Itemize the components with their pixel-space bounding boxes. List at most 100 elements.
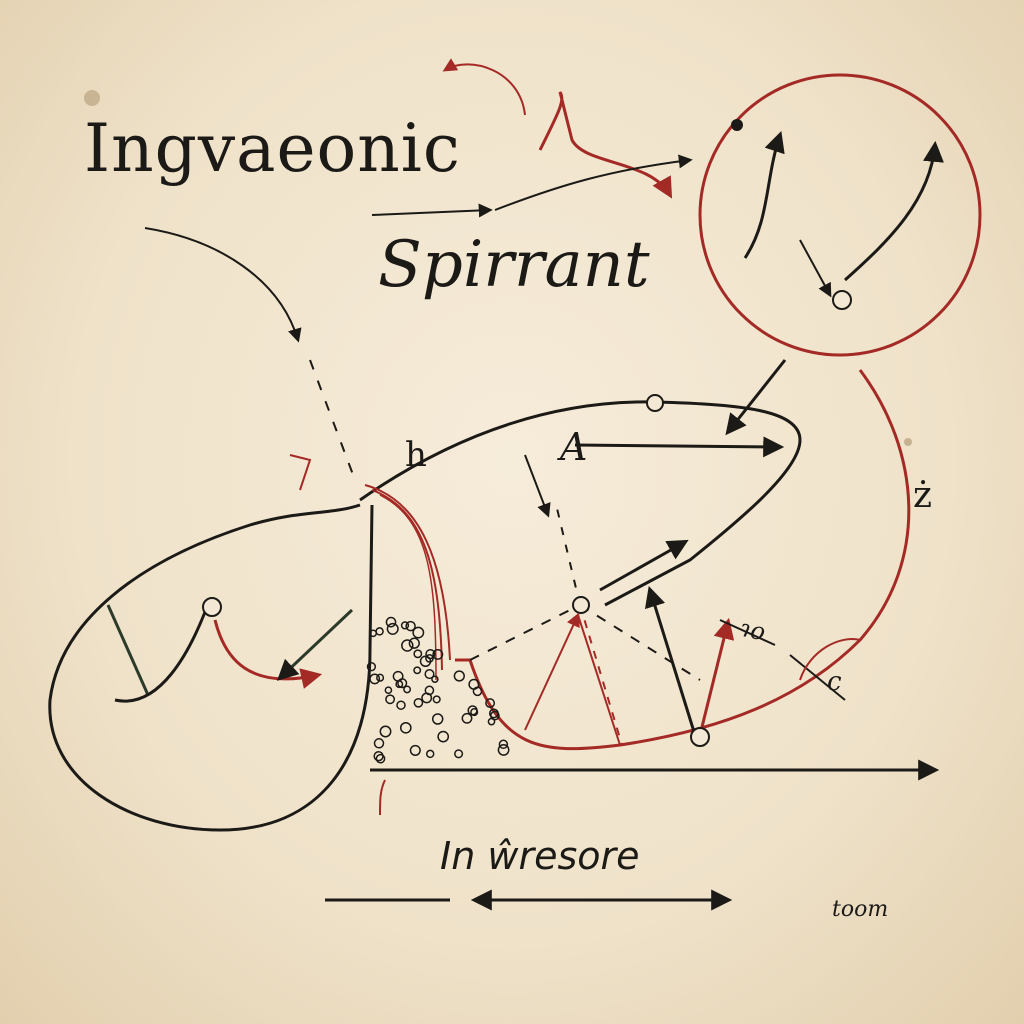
bubble (375, 627, 384, 636)
circle-arrow-left (743, 131, 785, 259)
red-strand (364, 484, 451, 661)
bubble (413, 649, 423, 659)
bubble (437, 730, 450, 743)
arc-node-top (646, 394, 664, 412)
bubble (396, 700, 406, 710)
ellipse-arc (359, 400, 802, 607)
bubble (425, 648, 436, 660)
bubble (373, 738, 385, 749)
red-axis-tick (379, 779, 386, 816)
bubble (498, 739, 509, 750)
label-n: h (405, 435, 427, 475)
dashed-right (579, 604, 701, 681)
bubble (405, 620, 416, 632)
arrow-small-down (524, 454, 551, 518)
corner-note: toom (832, 897, 889, 922)
bubble (385, 694, 396, 705)
bubble (409, 744, 421, 756)
long-arrow-to-circle (494, 154, 693, 211)
red-small-arc (799, 638, 861, 681)
label-a: A (560, 425, 588, 469)
bubble (432, 648, 444, 660)
bubble (432, 695, 441, 704)
black-arrow-up (644, 585, 697, 736)
balloon-curve (114, 611, 207, 703)
bubble (399, 721, 412, 734)
tick-line (719, 619, 776, 646)
bubble (431, 713, 444, 725)
bubble (424, 669, 435, 680)
bubble (403, 685, 412, 694)
circle-node (832, 290, 852, 310)
red-strand (371, 489, 443, 671)
red-line-down (577, 614, 621, 746)
balloon-red-arrow (213, 619, 323, 689)
stain-mark (84, 90, 100, 106)
label-c: c (827, 667, 842, 697)
bubble (412, 626, 425, 639)
tick-line (789, 654, 846, 701)
bubble (386, 622, 399, 635)
bubble (425, 654, 434, 663)
bubble (384, 686, 393, 695)
bubble (373, 751, 384, 762)
circle-dot (731, 119, 743, 131)
bottom-node (690, 727, 710, 747)
bubble (379, 725, 392, 738)
label-z: ż (913, 475, 932, 516)
red-tick-mark (289, 454, 312, 491)
caption: In ŵresore (440, 834, 640, 878)
bubble-cluster (366, 616, 510, 764)
bubble (454, 749, 464, 759)
bubble (490, 710, 500, 721)
stain-mark (904, 438, 912, 446)
red-boundary-curve (455, 369, 911, 751)
red-arrow-up (698, 617, 735, 736)
arrow-into-arc (725, 359, 787, 436)
center-node (572, 596, 590, 614)
arrow-a (574, 436, 785, 458)
circle-arrow-down (799, 239, 832, 298)
arrow-up-right (599, 539, 689, 592)
bubble (392, 670, 404, 682)
bubble (401, 639, 414, 652)
bubble (366, 662, 377, 672)
red-dashed-down (579, 604, 623, 746)
circle-arrow-right (844, 140, 944, 282)
bubble (425, 749, 435, 759)
bubble (375, 753, 386, 764)
bubble (467, 705, 478, 716)
dashed-guide (309, 359, 356, 481)
bubble (376, 673, 385, 682)
red-strand (379, 494, 437, 681)
red-circle (698, 73, 982, 357)
title-primary: Ingvaeonic (84, 110, 461, 187)
red-arrow-left (524, 612, 580, 731)
title-secondary: Spirrant (378, 228, 650, 302)
bubble (413, 697, 424, 708)
bubble (400, 621, 410, 630)
bubble (470, 708, 479, 717)
bubble (369, 673, 381, 685)
bubble (408, 637, 420, 649)
curved-arrow-left (144, 227, 302, 343)
bubble (385, 616, 397, 628)
short-arrow (371, 203, 493, 218)
bubble (485, 698, 496, 709)
red-zigzag-arrow (538, 91, 673, 199)
bubble (472, 686, 483, 697)
balloon-node (202, 597, 222, 617)
dashed-up (554, 499, 581, 606)
bubble (424, 685, 435, 696)
red-curved-arrow (442, 58, 526, 116)
balloon-outline (48, 503, 374, 832)
bubble (413, 666, 422, 675)
bubble (431, 675, 439, 683)
balloon-green-arrow (276, 608, 354, 681)
bubble (487, 717, 496, 726)
balloon-green-line (106, 604, 150, 696)
bubble (453, 670, 465, 682)
bubble (497, 743, 510, 756)
